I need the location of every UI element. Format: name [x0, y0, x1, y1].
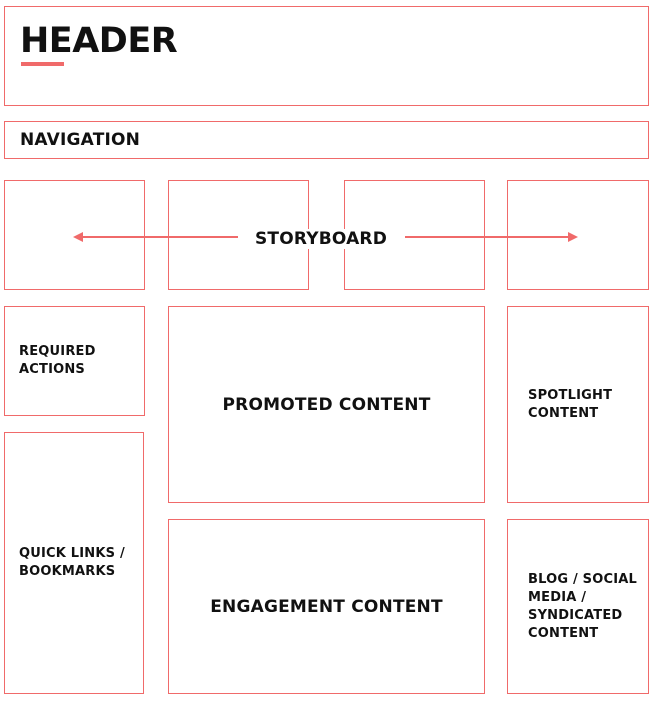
storyboard-label: STORYBOARD — [240, 229, 402, 249]
blog-social-line-3: SYNDICATED — [528, 607, 623, 623]
promoted-content-label: PROMOTED CONTENT — [222, 394, 431, 415]
promoted-content-region: PROMOTED CONTENT — [168, 306, 485, 503]
engagement-content-label: ENGAGEMENT CONTENT — [210, 596, 443, 617]
navigation-label: NAVIGATION — [20, 130, 141, 150]
header-title: HEADER — [20, 21, 178, 61]
header-underline — [21, 62, 64, 66]
spotlight-line-2: CONTENT — [528, 405, 599, 421]
quick-links-line-2: BOOKMARKS — [19, 564, 116, 579]
blog-social-line-1: BLOG / SOCIAL — [528, 571, 637, 587]
header-region: HEADER — [4, 6, 649, 106]
quick-links-line-1: QUICK LINKS / — [19, 546, 125, 561]
storyboard-arrow-right-head — [568, 232, 578, 242]
storyboard-slide-1 — [4, 180, 145, 290]
storyboard-arrow-left-head — [73, 232, 83, 242]
quick-links-region: QUICK LINKS / BOOKMARKS — [4, 432, 144, 694]
navigation-region: NAVIGATION — [4, 121, 649, 159]
blog-social-line-2: MEDIA / — [528, 589, 587, 605]
quick-links-label: QUICK LINKS / BOOKMARKS — [19, 545, 135, 581]
blog-social-line-4: CONTENT — [528, 625, 599, 641]
spotlight-content-label: SPOTLIGHT CONTENT — [528, 387, 640, 423]
required-actions-line-1: REQUIRED — [19, 344, 96, 359]
required-actions-line-2: ACTIONS — [19, 362, 86, 377]
engagement-content-region: ENGAGEMENT CONTENT — [168, 519, 485, 694]
spotlight-content-region: SPOTLIGHT CONTENT — [507, 306, 649, 503]
blog-social-region: BLOG / SOCIAL MEDIA / SYNDICATED CONTENT — [507, 519, 649, 694]
spotlight-line-1: SPOTLIGHT — [528, 387, 613, 403]
blog-social-label: BLOG / SOCIAL MEDIA / SYNDICATED CONTENT — [528, 571, 640, 643]
required-actions-label: REQUIRED ACTIONS — [19, 343, 136, 379]
required-actions-region: REQUIRED ACTIONS — [4, 306, 145, 416]
storyboard-slide-4 — [507, 180, 649, 290]
